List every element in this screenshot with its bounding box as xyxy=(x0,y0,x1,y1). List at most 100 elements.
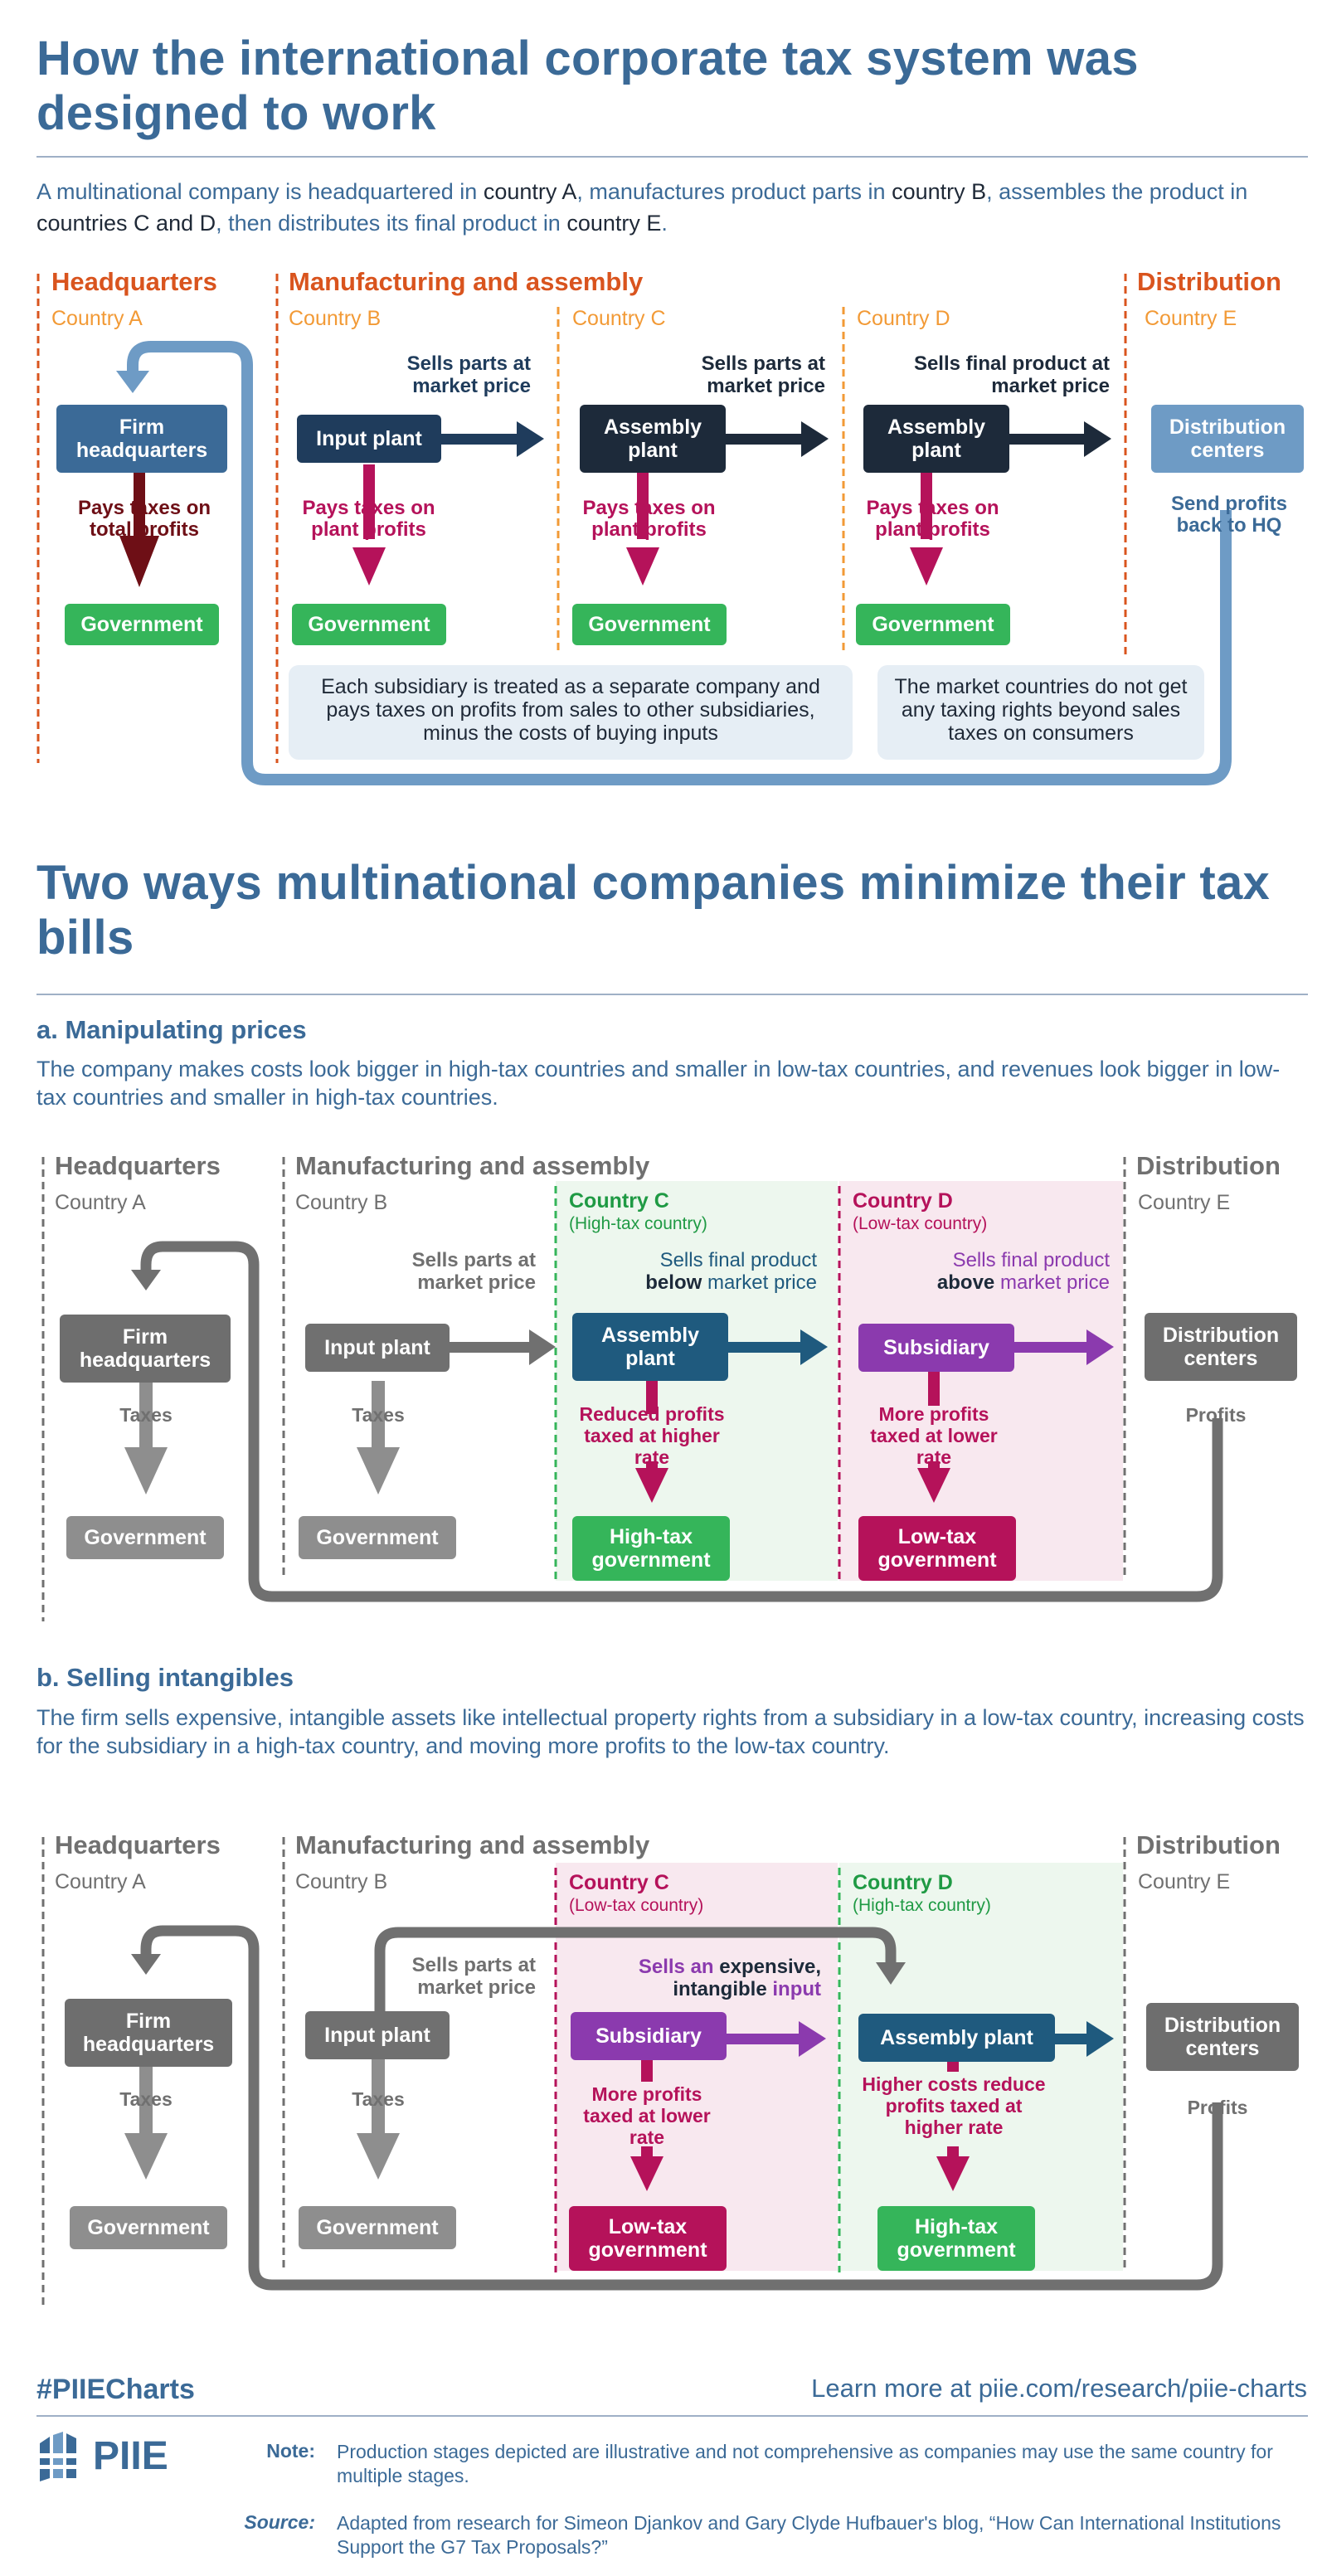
government-b-b-box: Government xyxy=(299,2206,456,2249)
section-a-heading: a. Manipulating prices xyxy=(36,1015,307,1044)
sells-parts-label: Sells parts at market price xyxy=(406,352,531,397)
country-a-b: Country A xyxy=(55,1870,146,1893)
col-headquarters-b: Headquarters xyxy=(55,1830,221,1859)
country-c-b: Country C xyxy=(569,1871,669,1894)
country-b: Country B xyxy=(289,307,382,330)
piie-logo: PIIE xyxy=(93,2434,168,2478)
input-plant-b-box: Input plant xyxy=(305,2011,450,2059)
firm-headquarters-b-box: Firm headquarters xyxy=(65,1999,232,2067)
sells-intangible: intangible xyxy=(673,1978,767,2000)
low-tax-government-a-box: Low-tax government xyxy=(858,1516,1016,1581)
more-profits-b-label: More profits taxed at lower rate xyxy=(583,2083,711,2148)
col-distribution-a: Distribution xyxy=(1136,1151,1281,1180)
sells-parts-c-label: Sells parts at market price xyxy=(701,352,825,397)
country-e-a: Country E xyxy=(1138,1191,1231,1214)
country-a-a: Country A xyxy=(55,1191,146,1214)
assembly-plant-d-box: Assembly plant xyxy=(863,405,1009,473)
intro-text: A multinational company is headquartered… xyxy=(36,176,1305,239)
source-label: Source: xyxy=(244,2511,315,2533)
taxes-b-label: Taxes xyxy=(352,1404,405,1426)
low-tax-government-b-box: Low-tax government xyxy=(569,2206,727,2271)
sells-an: Sells an xyxy=(638,1956,714,1978)
firm-headquarters-a-box: Firm headquarters xyxy=(60,1315,231,1383)
government-a-box: Government xyxy=(65,604,219,645)
hashtag: #PIIECharts xyxy=(36,2374,195,2405)
sells-below-1: Sells final product xyxy=(659,1249,817,1271)
col-manufacturing-a: Manufacturing and assembly xyxy=(295,1151,650,1180)
government-b-a-box: Government xyxy=(299,1516,456,1559)
sells-final-label: Sells final product at market price xyxy=(913,352,1110,397)
assembly-plant-b-box: Assembly plant xyxy=(858,2014,1055,2062)
subsidiary-b-box: Subsidiary xyxy=(571,2012,727,2060)
col-headquarters-a: Headquarters xyxy=(55,1151,221,1180)
sells-parts-a-label: Sells parts at market price xyxy=(411,1249,536,1294)
note-label: Note: xyxy=(266,2440,315,2462)
col-distribution: Distribution xyxy=(1137,267,1281,296)
low-tax-zone-a xyxy=(839,1181,1123,1581)
profits-a-label: Profits xyxy=(1185,1404,1247,1426)
more-profits-a-label: More profits taxed at lower rate xyxy=(870,1403,998,1468)
assembly-plant-c-box: Assembly plant xyxy=(580,405,726,473)
taxes-b-b-label: Taxes xyxy=(352,2088,405,2110)
sells-above-1: Sells final product xyxy=(952,1249,1110,1271)
col-distribution-b: Distribution xyxy=(1136,1830,1281,1859)
country-c-b-sub: (Low-tax country) xyxy=(569,1896,704,1915)
sells-exp: expensive, xyxy=(719,1956,821,1978)
col-manufacturing-b: Manufacturing and assembly xyxy=(295,1830,650,1859)
pays-total-label: Pays taxes on total profits xyxy=(77,497,211,541)
assembly-plant-a-box: Assembly plant xyxy=(572,1313,728,1381)
intro-country-highlight: countries C and D xyxy=(36,211,216,236)
note-text: Production stages depicted are illustrat… xyxy=(337,2441,1273,2486)
country-b-a: Country B xyxy=(295,1191,388,1214)
sells-above-2: market price xyxy=(999,1271,1110,1294)
sells-intangible-label: Sells an expensive, intangible input xyxy=(581,1956,821,2000)
learn-more-link[interactable]: Learn more at piie.com/research/piie-cha… xyxy=(811,2374,1307,2403)
government-d-box: Government xyxy=(856,604,1010,645)
country-a: Country A xyxy=(51,307,143,330)
subsidiary-a-box: Subsidiary xyxy=(858,1324,1014,1372)
government-c-box: Government xyxy=(572,604,727,645)
distribution-centers-a-box: Distribution centers xyxy=(1145,1313,1297,1381)
intro-segment: , then distributes its final product in xyxy=(216,211,567,236)
reduced-label: Reduced profits taxed at higher rate xyxy=(579,1403,725,1468)
intro-country-highlight: country A xyxy=(483,179,577,204)
distribution-centers-b-box: Distribution centers xyxy=(1146,2003,1299,2071)
note-subsidiary: Each subsidiary is treated as a separate… xyxy=(289,665,853,760)
country-e-b: Country E xyxy=(1138,1870,1231,1893)
intro-country-highlight: country B xyxy=(892,179,987,204)
government-b-box: Government xyxy=(292,604,446,645)
main-title: How the international corporate tax syst… xyxy=(36,32,1139,140)
intro-segment: , assembles the product in xyxy=(986,179,1248,204)
taxes-a-label: Taxes xyxy=(119,1404,173,1426)
taxes-a-b-label: Taxes xyxy=(119,2088,173,2110)
source-text: Adapted from research for Simeon Djankov… xyxy=(337,2512,1281,2558)
country-d-a-sub: (Low-tax country) xyxy=(853,1214,988,1233)
country-b-b: Country B xyxy=(295,1870,388,1893)
footer-rule xyxy=(36,2415,1308,2417)
send-profits-label: Send profits back to HQ xyxy=(1170,493,1287,537)
pays-plant-c-label: Pays taxes on plant profits xyxy=(582,497,716,541)
sells-below-bold: below xyxy=(645,1271,702,1294)
input-plant-box: Input plant xyxy=(297,415,441,463)
sells-above-bold: above xyxy=(936,1271,995,1294)
high-tax-government-a-box: High-tax government xyxy=(572,1516,730,1581)
section-a-desc: The company makes costs look bigger in h… xyxy=(36,1057,1281,1110)
government-a-a-box: Government xyxy=(66,1516,224,1559)
input-plant-a-box: Input plant xyxy=(305,1324,450,1372)
title-2-rule xyxy=(36,994,1308,995)
sells-parts-b-label: Sells parts at market price xyxy=(411,1954,536,1999)
section-b-desc: The firm sells expensive, intangible ass… xyxy=(36,1705,1305,1758)
higher-costs-label: Higher costs reduce profits taxed at hig… xyxy=(862,2073,1046,2138)
intro-segment: , manufactures product parts in xyxy=(576,179,892,204)
col-headquarters: Headquarters xyxy=(51,267,217,296)
country-d-b-sub: (High-tax country) xyxy=(853,1896,991,1915)
section-title-2: Two ways multinational companies minimiz… xyxy=(36,856,1271,965)
profits-b-label: Profits xyxy=(1187,2097,1248,2118)
sells-above-label: Sells final product above market price xyxy=(869,1249,1110,1294)
country-d-a: Country D xyxy=(853,1189,953,1213)
sells-input: input xyxy=(772,1978,821,2000)
intro-segment: A multinational company is headquartered… xyxy=(36,179,484,204)
pays-plant-d-label: Pays taxes on plant profits xyxy=(866,497,999,541)
